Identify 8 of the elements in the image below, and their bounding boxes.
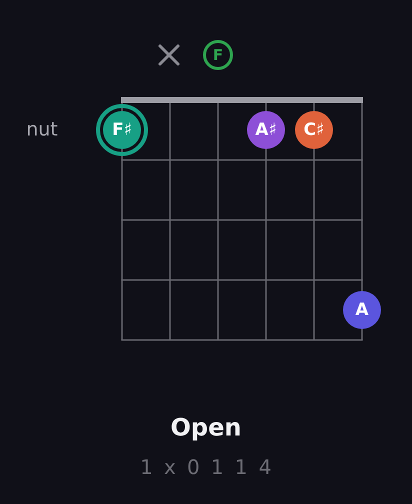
note-dot: A (343, 291, 381, 329)
note-dot: C♯ (295, 111, 333, 149)
root-note-dot: F♯ (96, 104, 148, 156)
chord-name: Open (170, 414, 242, 442)
note-ring: F (203, 40, 233, 70)
fingering-label: 1 x 0 1 1 4 (140, 455, 274, 479)
nut-label: nut (26, 118, 58, 142)
note-dot: A♯ (247, 111, 285, 149)
